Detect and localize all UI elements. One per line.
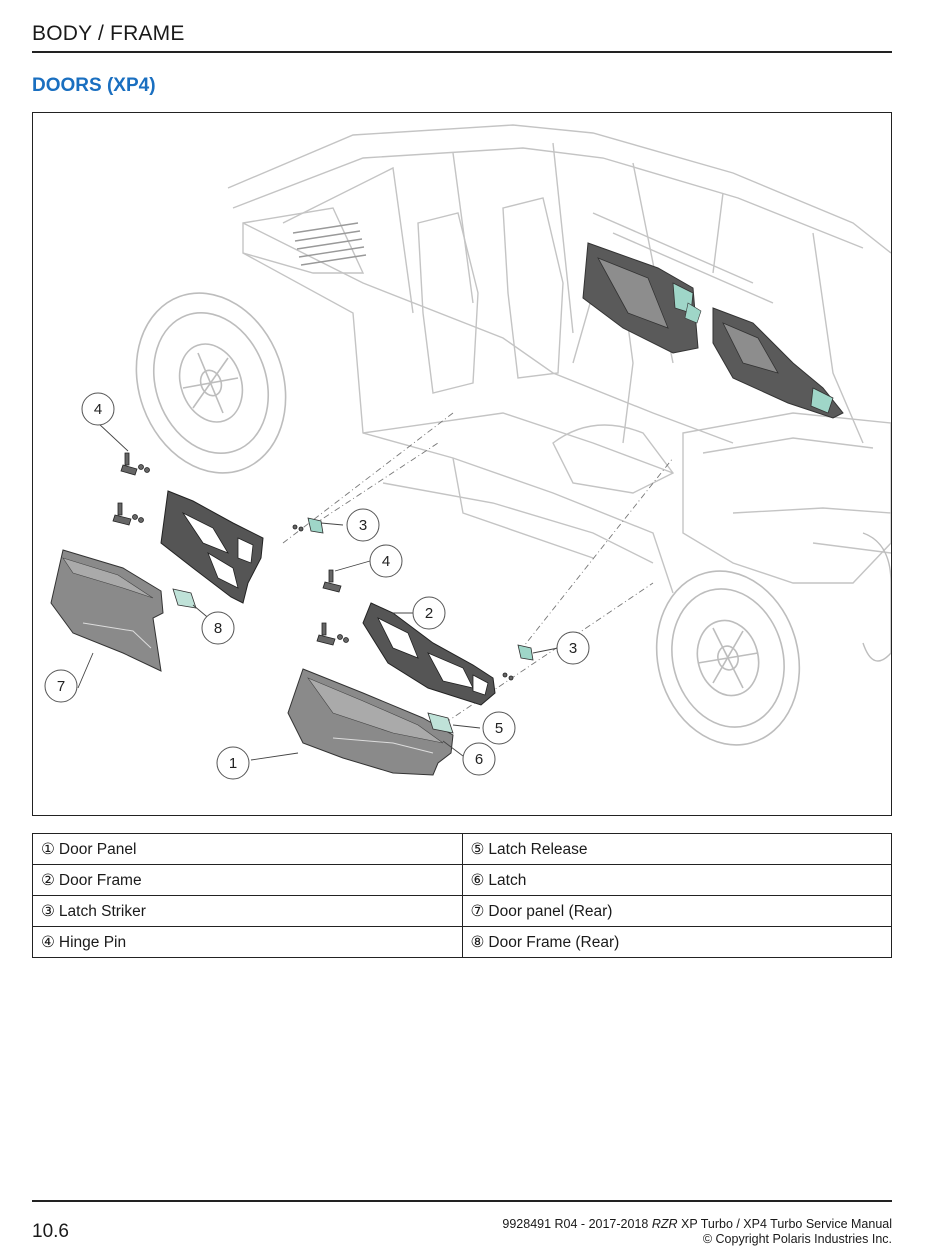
hinge-pin-parts xyxy=(112,452,514,681)
latch-parts xyxy=(172,588,454,734)
legend-part-name: Door Frame xyxy=(58,871,142,889)
section-header: BODY / FRAME xyxy=(32,22,185,45)
rear-wheel-illustration xyxy=(135,292,287,474)
legend-part-name: Door Panel xyxy=(58,840,137,858)
page-title: DOORS (XP4) xyxy=(32,75,156,96)
callout-7: 7 xyxy=(57,678,65,695)
callout-labels: 4 1 2 3 3 4 5 6 7 8 xyxy=(57,401,577,772)
latch-striker-parts xyxy=(307,517,534,661)
exploded-diagram: 4 1 2 3 3 4 5 6 7 8 xyxy=(32,112,892,816)
legend-part-name: Latch Release xyxy=(488,840,588,858)
legend-part-name: Door panel (Rear) xyxy=(488,902,613,920)
front-door-panel-part xyxy=(287,668,454,776)
callout-circles xyxy=(44,392,590,780)
legend-part-name: Latch Striker xyxy=(58,902,146,920)
installed-rear-door-frame xyxy=(582,242,702,354)
exploded-diagram-svg: 4 1 2 3 3 4 5 6 7 8 xyxy=(44,124,891,780)
front-door-frame-part xyxy=(362,602,496,706)
manual-model: RZR xyxy=(651,1217,678,1231)
header-rule xyxy=(32,51,892,53)
callout-6: 6 xyxy=(475,751,483,768)
footer-rule xyxy=(32,1200,892,1202)
legend-number: ⑤ xyxy=(470,840,485,858)
callout-4-lower: 4 xyxy=(382,553,390,570)
legend-number: ④ xyxy=(41,933,55,951)
legend-number: ⑥ xyxy=(470,871,485,889)
callout-3-rear: 3 xyxy=(359,517,367,534)
callout-8: 8 xyxy=(214,620,222,637)
rear-door-frame-part xyxy=(160,490,264,604)
installed-front-door-frame xyxy=(712,307,844,419)
copyright: © Copyright Polaris Industries Inc. xyxy=(702,1232,892,1246)
callout-4-upper: 4 xyxy=(94,401,102,418)
front-wheel-right-illustration xyxy=(862,532,891,662)
callout-1: 1 xyxy=(229,755,237,772)
legend-number: ① xyxy=(41,840,55,858)
footer-manual-info: 9928491 R04 - 2017-2018 RZR XP Turbo / X… xyxy=(502,1217,892,1247)
manual-prefix: 9928491 R04 - 2017-2018 xyxy=(502,1217,652,1231)
manual-suffix: XP Turbo / XP4 Turbo Service Manual xyxy=(677,1217,892,1231)
vehicle-illustration xyxy=(227,124,891,594)
page-number: 10.6 xyxy=(32,1221,69,1242)
legend-part-name: Latch xyxy=(488,871,527,889)
legend-part-name: Door Frame (Rear) xyxy=(488,933,620,951)
front-wheel-illustration xyxy=(655,570,801,746)
callout-5: 5 xyxy=(495,720,503,737)
legend-number: ② xyxy=(41,871,55,889)
legend-part-name: Hinge Pin xyxy=(58,933,127,951)
legend-number: ③ xyxy=(41,902,55,920)
manual-title: 9928491 R04 - 2017-2018 RZR XP Turbo / X… xyxy=(502,1217,892,1232)
rear-door-panel-part xyxy=(50,549,164,672)
callout-leaders xyxy=(77,422,559,761)
callout-2: 2 xyxy=(425,605,433,622)
callout-3-front: 3 xyxy=(569,640,577,657)
legend-number: ⑧ xyxy=(470,933,485,951)
legend-number: ⑦ xyxy=(470,902,485,920)
